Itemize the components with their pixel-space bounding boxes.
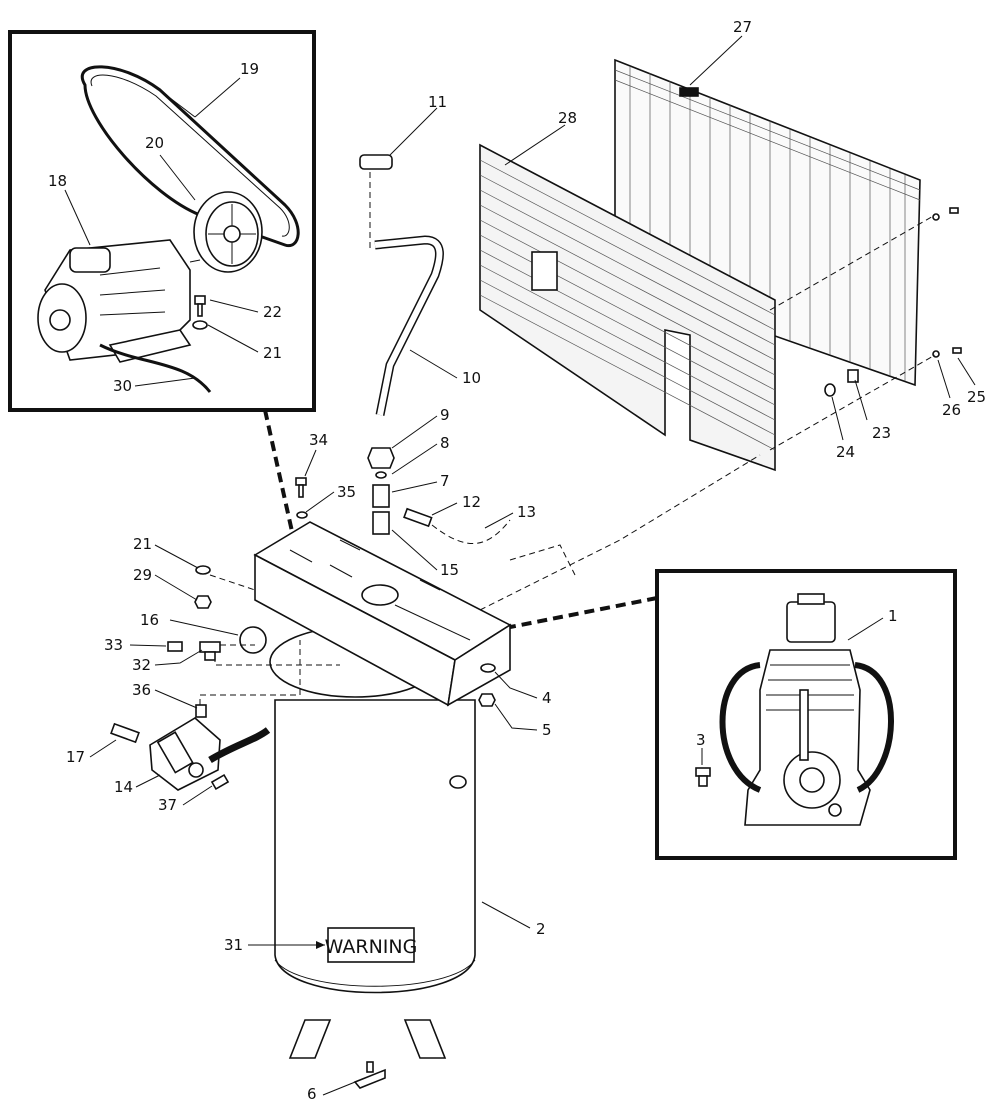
callout-30: 30 [113, 377, 132, 395]
electric-motor [37, 239, 201, 363]
callout-29: 29 [133, 566, 152, 584]
callout-labels: 1 2 3 4 5 6 7 8 9 10 11 12 13 14 15 16 1… [48, 18, 986, 1103]
callout-31: 31 [224, 936, 243, 954]
power-cord [99, 343, 212, 393]
pulley [193, 191, 263, 273]
pump-inset [655, 569, 957, 860]
motor-inset [8, 30, 316, 412]
bracket-bolt [295, 477, 307, 498]
guard-hardware [769, 207, 962, 451]
belt [81, 65, 300, 248]
callout-20: 20 [145, 134, 164, 152]
callout-3: 3 [696, 731, 706, 749]
pressure-switch [149, 717, 221, 791]
pressure-switch-fitting [195, 704, 207, 718]
motor-bolt [194, 295, 206, 317]
callout-21-motor: 21 [263, 344, 282, 362]
callout-24: 24 [836, 443, 855, 461]
callout-8: 8 [440, 434, 450, 452]
switch-hose [208, 727, 271, 764]
motor-washer [192, 320, 208, 330]
pump-bolt [695, 767, 711, 787]
compressor-pump [719, 593, 894, 826]
bracket-nut [194, 595, 212, 609]
tube-nut [367, 447, 395, 469]
check-valve-fitting [359, 154, 393, 248]
ferrule [375, 471, 387, 479]
callout-28: 28 [558, 109, 577, 127]
callout-23: 23 [872, 424, 891, 442]
callout-21-bracket: 21 [133, 535, 152, 553]
drain-fitting [210, 773, 230, 791]
callout-37: 37 [158, 796, 177, 814]
callout-16: 16 [140, 611, 159, 629]
pump-mounting-bracket [253, 521, 512, 707]
callout-5: 5 [542, 721, 552, 739]
warning-label: WARNING [325, 927, 418, 963]
bracket-washer [296, 511, 308, 519]
callout-1: 1 [888, 607, 898, 625]
callout-10: 10 [462, 369, 481, 387]
belt-guard-front [479, 143, 776, 472]
callout-18: 18 [48, 172, 67, 190]
pump-nut [478, 693, 496, 707]
callout-13: 13 [517, 503, 536, 521]
callout-15: 15 [440, 561, 459, 579]
callout-22: 22 [263, 303, 282, 321]
callout-32: 32 [132, 656, 151, 674]
callout-11: 11 [428, 93, 447, 111]
callout-17: 17 [66, 748, 85, 766]
tubing [431, 519, 511, 544]
callout-25: 25 [967, 388, 986, 406]
nipple [403, 507, 433, 528]
callout-7: 7 [440, 472, 450, 490]
bracket-lock-washer [195, 565, 211, 575]
tee-fitting [199, 641, 221, 661]
callout-34: 34 [309, 431, 328, 449]
callout-14: 14 [114, 778, 133, 796]
pump-washer [480, 663, 496, 673]
callout-33: 33 [104, 636, 123, 654]
elbow-fitting [372, 484, 390, 535]
callout-9: 9 [440, 406, 450, 424]
callout-19: 19 [240, 60, 259, 78]
callout-26: 26 [942, 401, 961, 419]
callout-6: 6 [307, 1085, 317, 1103]
callout-35: 35 [337, 483, 356, 501]
unloader-cap [239, 626, 267, 654]
callout-12: 12 [462, 493, 481, 511]
plug [167, 641, 183, 652]
warning-label-text: WARNING [325, 936, 418, 958]
callout-4: 4 [542, 689, 552, 707]
callout-36: 36 [132, 681, 151, 699]
callout-27: 27 [733, 18, 752, 36]
drain-valve [353, 1061, 386, 1089]
callout-2: 2 [536, 920, 546, 938]
relief-valve [110, 722, 140, 744]
